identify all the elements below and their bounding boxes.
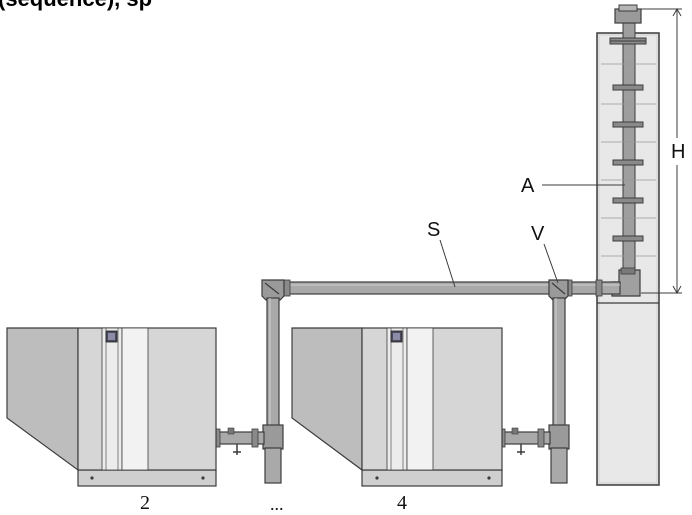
collector-pipe [261,279,621,301]
boiler-4-base [361,469,503,487]
label-unit-2: 2 [140,492,150,514]
header-coupling-left [283,279,291,297]
label-s: S [427,219,440,241]
boiler-2 [6,327,217,487]
riser-left-tee [262,424,284,450]
riser-right [498,297,570,484]
boiler-4 [291,327,503,487]
riser-left [213,297,284,484]
label-h: H [671,141,685,163]
boiler-4-front-slope [291,327,363,472]
label-ellipsis: ... [270,494,284,514]
riser-right-tee [548,424,570,450]
leader-v [543,243,559,284]
figure-title: (sequence), sp [0,0,152,12]
label-v: V [531,223,545,245]
leader-s [439,239,456,288]
liner-guide-lines [601,63,656,257]
height-dimension [641,7,682,295]
flue-cap-top [618,4,638,12]
liner-spacers [609,37,647,242]
flue-liner [622,17,636,289]
liner-bend-collar [620,267,636,275]
header-right-tee [548,279,569,301]
label-a: A [521,175,535,197]
header-coupling-right [595,279,603,297]
boiler-2-front-slope [6,327,79,472]
chimney [596,4,660,486]
boiler-2-base [77,469,217,487]
label-unit-4: 4 [397,492,407,514]
